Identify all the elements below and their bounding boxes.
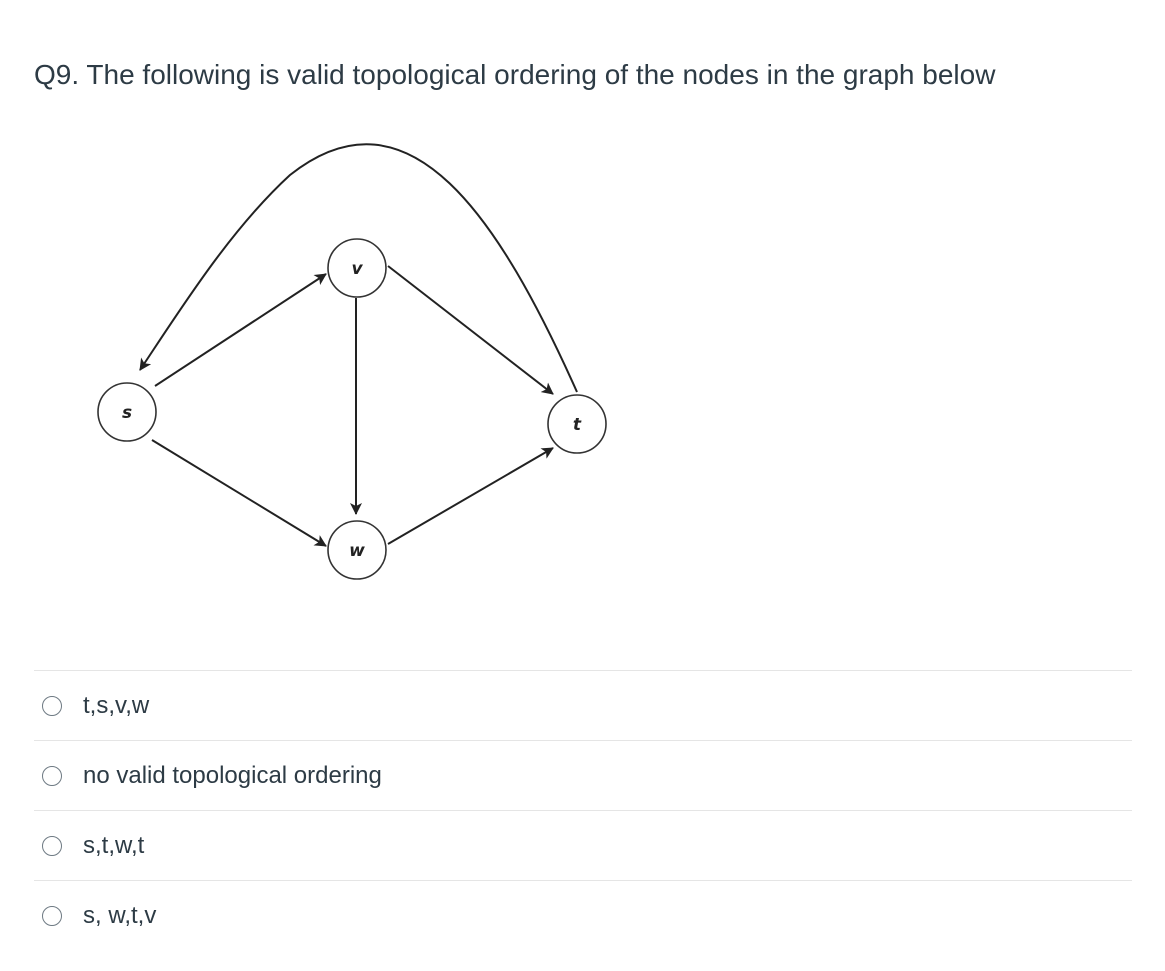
question-text: Q9. The following is valid topological o…	[34, 59, 996, 90]
answer-label: t,s,v,w	[83, 691, 150, 719]
answer-label: no valid topological ordering	[83, 761, 382, 789]
node-s-label: s	[122, 403, 132, 423]
radio-button[interactable]	[42, 765, 62, 786]
answer-list: t,s,v,w no valid topological ordering s,…	[34, 670, 1132, 950]
answer-option[interactable]: t,s,v,w	[34, 670, 1132, 740]
answer-option[interactable]: s, w,t,v	[34, 880, 1132, 950]
answer-label: s, w,t,v	[83, 901, 157, 929]
edge-t-s	[139, 143, 578, 393]
answer-option[interactable]: no valid topological ordering	[34, 740, 1132, 810]
node-w: w	[327, 520, 387, 580]
node-v-label: v	[351, 259, 363, 279]
edge-w-t	[387, 447, 554, 545]
graph-diagram: s v w t	[97, 143, 607, 580]
edge-v-t	[387, 265, 554, 395]
edge-s-w	[151, 439, 327, 547]
edge-s-v	[154, 273, 327, 387]
radio-button[interactable]	[42, 695, 62, 716]
radio-button[interactable]	[42, 835, 62, 856]
radio-button[interactable]	[42, 905, 62, 926]
answer-option[interactable]: s,t,w,t	[34, 810, 1132, 880]
answer-label: s,t,w,t	[83, 831, 145, 859]
node-v: v	[327, 238, 387, 298]
node-t: t	[547, 394, 607, 454]
node-t-label: t	[573, 415, 582, 435]
node-w-label: w	[349, 541, 365, 561]
node-s: s	[97, 382, 157, 442]
